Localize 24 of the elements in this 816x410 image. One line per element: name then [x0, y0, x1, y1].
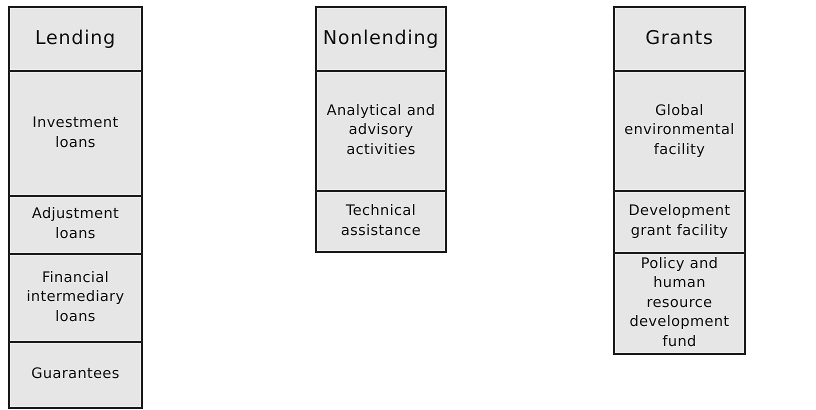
column-heading: Grants: [645, 26, 714, 52]
category-label: Global environmental facility: [623, 102, 736, 160]
column-heading: Lending: [34, 26, 116, 52]
category-box: [8, 253, 143, 343]
category-box: [8, 70, 143, 197]
category-box: [8, 341, 143, 409]
category-label: Investment loans: [31, 114, 120, 152]
category-box: [613, 70, 746, 192]
category-label: Policy and human resource development fund: [628, 254, 731, 352]
category-box: [315, 70, 447, 192]
category-box: [8, 195, 143, 255]
header-box: [8, 6, 143, 72]
category-label: Development grant facility: [627, 202, 732, 241]
category-box: [315, 190, 447, 253]
category-box: [613, 190, 746, 254]
category-label: Guarantees: [31, 365, 120, 384]
column-heading: Nonlending: [322, 26, 440, 52]
category-label: Technical assistance: [340, 202, 422, 240]
category-label: Adjustment loans: [30, 205, 120, 244]
header-box: [315, 6, 447, 72]
category-label: Financial intermediary loans: [25, 268, 126, 327]
header-box: [613, 6, 746, 72]
category-box: [613, 252, 746, 355]
category-label: Analytical and advisory activities: [326, 102, 436, 160]
